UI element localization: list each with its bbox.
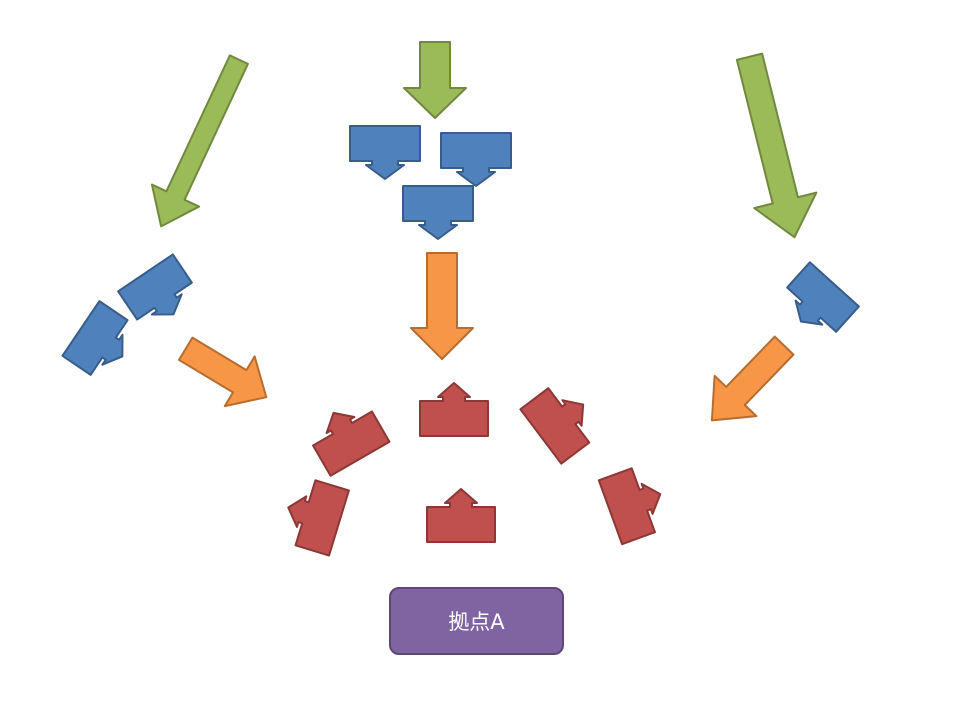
red-callout-right-lower bbox=[597, 467, 662, 546]
red-callout-right-upper bbox=[519, 387, 591, 465]
orange-arrow-left bbox=[178, 336, 268, 408]
red-callout-left-lower bbox=[287, 479, 350, 557]
green-arrow-center bbox=[403, 41, 467, 119]
red-callout-left-upper bbox=[312, 410, 391, 477]
blue-callout-top-bottom bbox=[402, 185, 474, 240]
orange-arrow-center bbox=[410, 252, 474, 360]
red-callout-center-upper bbox=[419, 382, 489, 437]
blue-callout-top-right bbox=[440, 132, 512, 187]
red-callout-center-lower bbox=[426, 488, 496, 543]
green-arrow-left bbox=[150, 54, 249, 228]
blue-callout-left-upper bbox=[117, 253, 193, 321]
blue-callout-right bbox=[786, 261, 860, 333]
base-node-label: 拠点A bbox=[448, 610, 505, 634]
blue-callout-left-lower bbox=[61, 300, 129, 376]
green-arrow-right bbox=[735, 52, 818, 239]
base-node: 拠点A bbox=[389, 587, 564, 655]
orange-arrow-right bbox=[710, 335, 795, 422]
blue-callout-top-left bbox=[349, 125, 421, 180]
